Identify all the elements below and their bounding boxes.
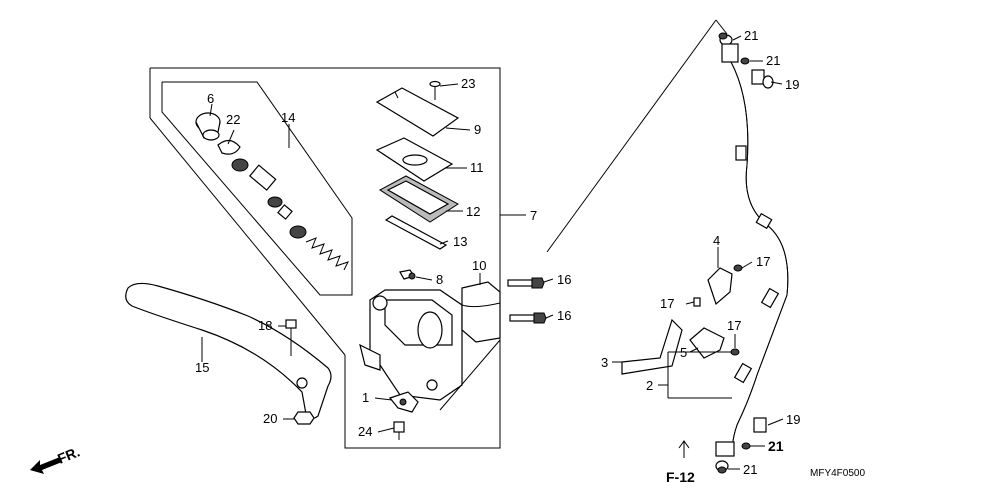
- label-21c: 21: [768, 438, 784, 454]
- screw-24: [393, 421, 405, 440]
- reservoir-cap: [375, 87, 460, 137]
- label-16b: 16: [557, 308, 571, 323]
- bracket-3: [621, 318, 683, 375]
- label-8: 8: [436, 272, 443, 287]
- label-7: 7: [530, 208, 537, 223]
- label-6: 6: [207, 91, 214, 106]
- nut-20: [293, 411, 315, 425]
- label-3: 3: [601, 355, 608, 370]
- label-21a: 21: [744, 28, 758, 43]
- label-13: 13: [453, 234, 467, 249]
- diaphragm: [379, 175, 459, 223]
- holder-10: [461, 281, 501, 343]
- clamp-4: [707, 267, 733, 306]
- pivot-bolt-18: [285, 319, 297, 356]
- bolt-16a: [507, 277, 545, 289]
- label-17a: 17: [756, 254, 770, 269]
- label-22: 22: [226, 112, 240, 127]
- label-2: 2: [646, 378, 653, 393]
- screw-8: [399, 269, 416, 280]
- clamp-5: [689, 327, 725, 359]
- label-21d: 21: [743, 462, 757, 477]
- piston-part: [231, 158, 307, 239]
- label-21b: 21: [766, 53, 780, 68]
- label-1: 1: [362, 390, 369, 405]
- brake-hose: [726, 54, 789, 448]
- master-cylinder-body: [359, 289, 463, 401]
- snap-ring-part: [217, 139, 241, 155]
- banjo-bottom: [715, 441, 735, 472]
- screw-23: [429, 80, 441, 100]
- bolt-16b: [509, 312, 547, 324]
- bolt-19-bottom: [753, 417, 767, 433]
- front-arrow-icon: FR.: [30, 443, 82, 474]
- label-17c: 17: [727, 318, 741, 333]
- washers: [717, 32, 751, 474]
- bolts-17: [693, 264, 743, 356]
- label-19b: 19: [786, 412, 800, 427]
- label-16a: 16: [557, 272, 571, 287]
- set-plate: [375, 137, 454, 182]
- bolt-19-top: [751, 69, 774, 89]
- label-14: 14: [281, 110, 295, 125]
- label-17b: 17: [660, 296, 674, 311]
- assembly-frame: [149, 67, 501, 449]
- front-label: FR.: [55, 443, 82, 466]
- part-labels: 6 22 14 23 9 11 12 13 7 10 8 16 16 1 24 …: [195, 28, 800, 477]
- diagram-code: MFY4F0500: [810, 468, 865, 479]
- label-23: 23: [461, 76, 475, 91]
- ref-label: F-12: [666, 469, 695, 485]
- label-10: 10: [472, 258, 486, 273]
- label-19a: 19: [785, 77, 799, 92]
- piston-kit-frame: [161, 81, 353, 296]
- brake-lever: [125, 282, 332, 420]
- label-11: 11: [470, 160, 484, 175]
- label-24: 24: [358, 424, 372, 439]
- label-4: 4: [713, 233, 720, 248]
- label-15: 15: [195, 360, 209, 375]
- float-plate: [384, 215, 448, 250]
- label-12: 12: [466, 204, 480, 219]
- label-9: 9: [474, 122, 481, 137]
- label-20: 20: [263, 411, 277, 426]
- label-18: 18: [258, 318, 272, 333]
- leader-lines: [201, 19, 784, 470]
- switch-1: [388, 391, 419, 413]
- label-5: 5: [680, 345, 687, 360]
- spring-part: [305, 237, 349, 271]
- boot-part: [195, 112, 221, 141]
